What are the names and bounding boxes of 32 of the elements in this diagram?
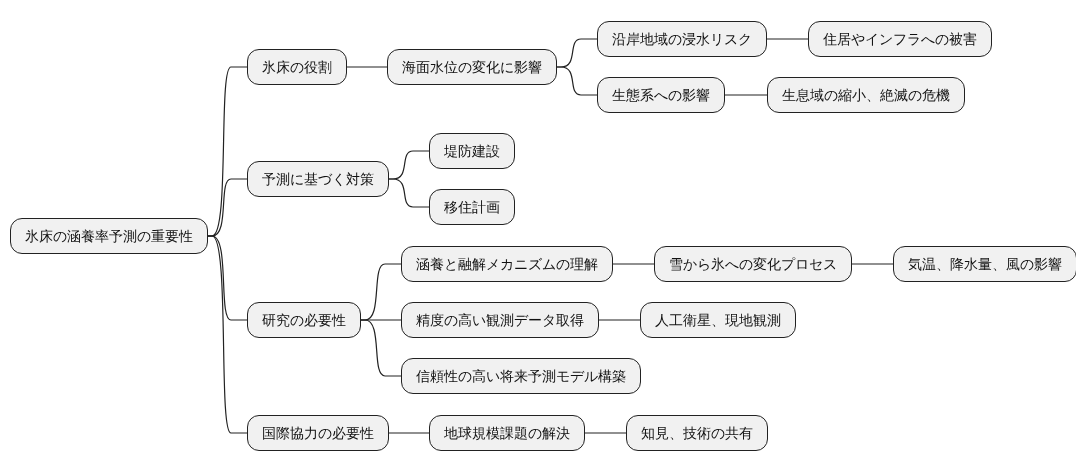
topic-box: 移住計画 (429, 189, 515, 225)
topic-box: 信頼性の高い将来予測モデル構築 (401, 358, 641, 394)
connector-line (388, 432, 430, 434)
connector-line (207, 235, 248, 434)
topic-box: 涵養と融解メカニズムの理解 (401, 246, 613, 282)
topic-box: 知見、技術の共有 (626, 415, 768, 451)
topic-box: 氷床の涵養率予測の重要性 (10, 218, 208, 254)
connector-line (766, 38, 809, 40)
topic-box: 雪から氷への変化プロセス (654, 246, 852, 282)
topic-box: 気温、降水量、風の影響 (893, 246, 1076, 282)
topic-box: 堤防建設 (429, 133, 515, 169)
connector-line (851, 263, 894, 265)
connector-line (598, 319, 641, 321)
connector-line (612, 263, 655, 265)
topic-box: 研究の必要性 (247, 302, 361, 338)
connector-line (556, 66, 598, 96)
connector-line (346, 66, 388, 68)
topic-box: 沿岸地域の浸水リスク (597, 21, 767, 57)
topic-box: 人工衛星、現地観測 (640, 302, 796, 338)
topic-box: 氷床の役割 (247, 49, 347, 85)
connector-line (724, 94, 768, 96)
topic-box: 地球規模課題の解決 (429, 415, 585, 451)
topic-box: 生態系への影響 (597, 77, 725, 113)
topic-box: 生息域の縮小、絶滅の危機 (767, 77, 965, 113)
connector-line (584, 432, 627, 434)
topic-box: 精度の高い観測データ取得 (401, 302, 599, 338)
topic-box: 海面水位の変化に影響 (387, 49, 557, 85)
topic-box: 予測に基づく対策 (247, 161, 389, 197)
connector-line (388, 178, 430, 208)
topic-box: 国際協力の必要性 (247, 415, 389, 451)
topic-box: 住居やインフラへの被害 (808, 21, 992, 57)
connector-line (360, 319, 402, 377)
